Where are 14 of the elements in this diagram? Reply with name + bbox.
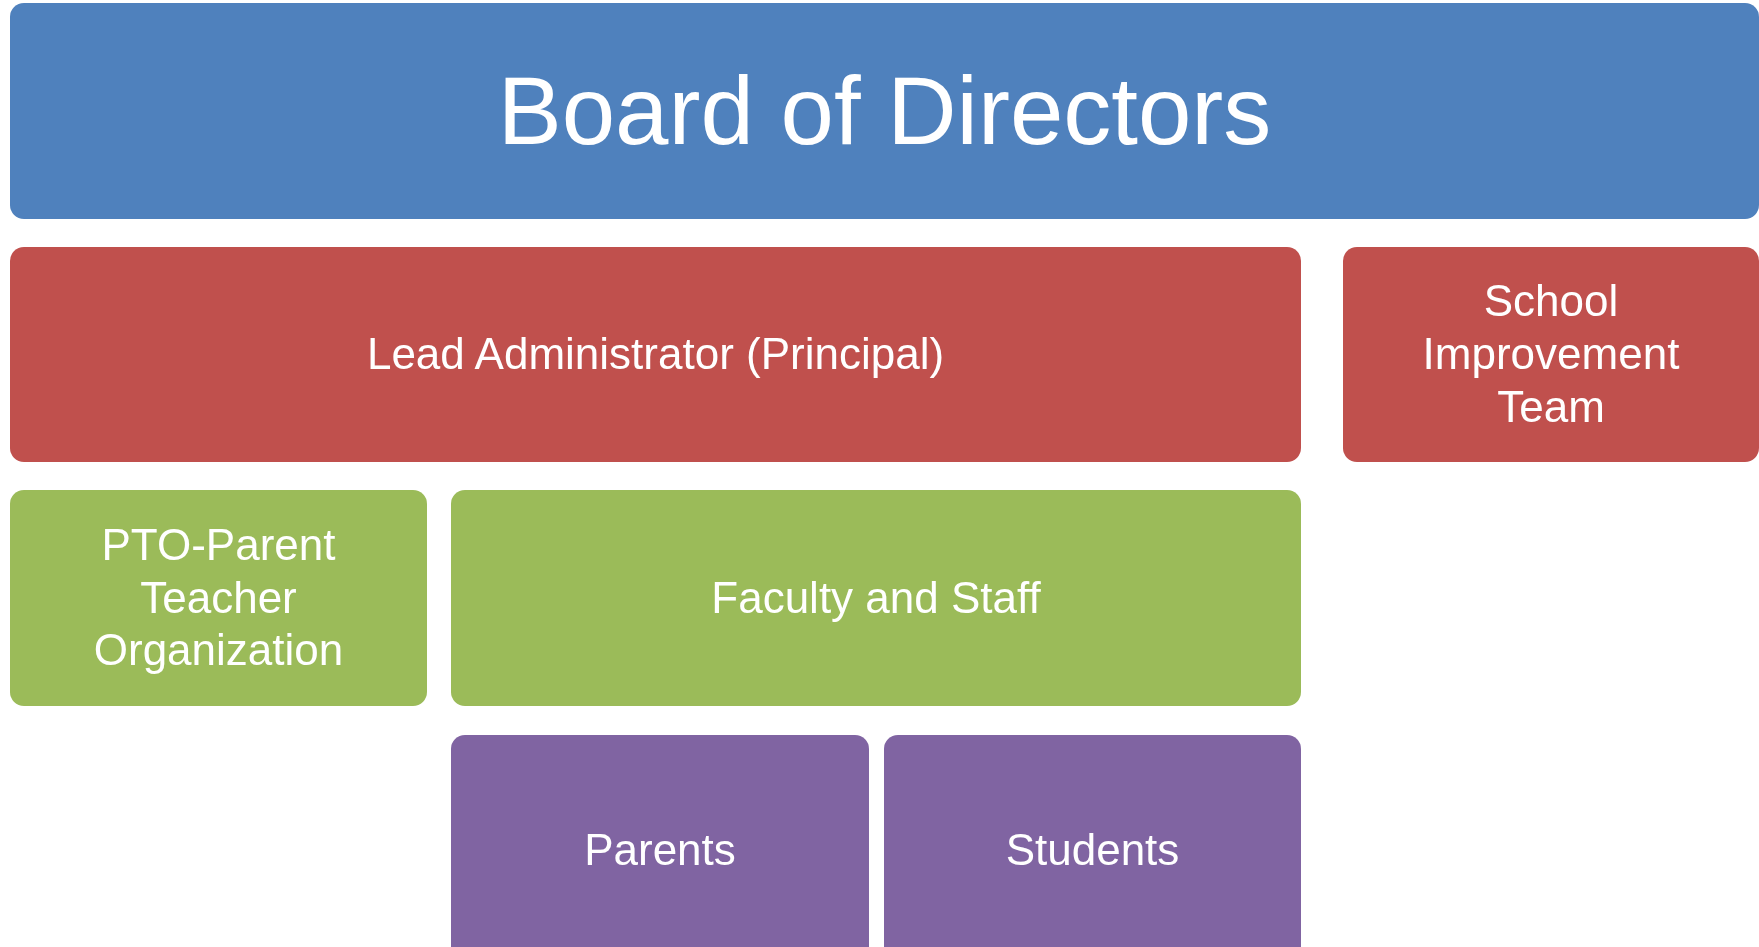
box-label: Faculty and Staff	[711, 571, 1041, 624]
box-label: Board of Directors	[497, 56, 1272, 167]
process-box	[884, 735, 1301, 947]
process-box	[10, 247, 1301, 462]
process-box	[1343, 247, 1759, 462]
title-box	[10, 3, 1759, 219]
box-label: PTO-Parent Teacher Organization	[92, 518, 345, 677]
box-label: Students	[1005, 823, 1180, 876]
process-box	[10, 490, 427, 706]
box-label: Lead Administrator (Principal)	[366, 328, 945, 381]
process-box	[451, 490, 1301, 706]
process-box	[451, 735, 869, 947]
box-label: School Improvement Team	[1421, 275, 1681, 433]
box-label: Parents	[584, 823, 736, 876]
